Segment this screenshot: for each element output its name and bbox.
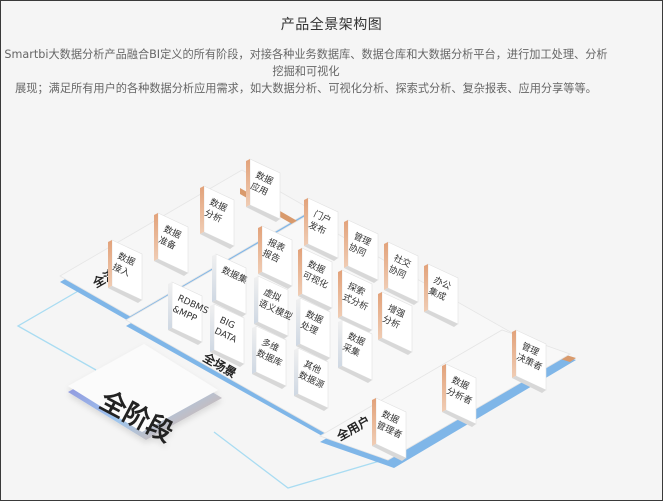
card-edge bbox=[210, 304, 214, 352]
card-edge bbox=[294, 348, 298, 396]
card-edge bbox=[254, 276, 258, 324]
card-base bbox=[384, 288, 418, 305]
card-edge bbox=[378, 292, 382, 340]
analysis-card: 报表报告 bbox=[258, 225, 293, 289]
card-edge bbox=[372, 398, 376, 446]
card-base bbox=[200, 232, 234, 249]
card-base bbox=[512, 376, 546, 393]
description-line: 展现；满足所有用户的各种数据分析应用需求，如大数据分析、可视化分析、探索式分析、… bbox=[15, 82, 597, 95]
user-card: 数据分析者 bbox=[442, 363, 477, 427]
connector-line bbox=[16, 282, 97, 371]
card-edge bbox=[298, 248, 302, 296]
source-card: RDBMS&MPP bbox=[168, 281, 210, 345]
card-base bbox=[298, 294, 332, 311]
connector-line bbox=[213, 431, 411, 489]
card-base bbox=[294, 394, 328, 411]
app-card: 管理协同 bbox=[344, 219, 379, 283]
analysis-card: 增强分析 bbox=[378, 291, 413, 355]
app-card: 办公集成 bbox=[424, 263, 459, 327]
card-edge bbox=[168, 282, 172, 330]
card-edge bbox=[246, 159, 250, 207]
analysis-card: 数据可视化 bbox=[298, 247, 333, 311]
card-edge bbox=[154, 213, 158, 261]
card-edge bbox=[304, 198, 308, 246]
prep-card: 数据采集 bbox=[338, 319, 373, 383]
prep-card: 虚拟语义模型 bbox=[254, 275, 294, 339]
page-description: Smartbi大数据分析产品融合BI定义的所有阶段，对接各种业务数据库、数据仓库… bbox=[4, 46, 608, 97]
prep-card: 数据处理 bbox=[296, 297, 331, 361]
card-base bbox=[168, 328, 202, 345]
process-card: 数据接入 bbox=[108, 239, 143, 303]
page-title: 产品全景架构图 bbox=[280, 17, 383, 33]
card-base bbox=[424, 310, 458, 327]
card-edge bbox=[252, 326, 256, 374]
card-base bbox=[338, 366, 372, 383]
card-base bbox=[254, 322, 288, 339]
card-base bbox=[212, 300, 246, 317]
card-edge bbox=[296, 298, 300, 346]
card-base bbox=[344, 266, 378, 283]
card-base bbox=[296, 344, 330, 361]
app-card: 门户发布 bbox=[304, 197, 339, 261]
card-base bbox=[210, 350, 244, 367]
card-edge bbox=[344, 220, 348, 268]
process-card: 数据分析 bbox=[200, 185, 235, 249]
source-card: 其他数据源 bbox=[294, 347, 329, 411]
card-base bbox=[442, 410, 476, 427]
process-card: 数据准备 bbox=[154, 212, 189, 276]
card-edge bbox=[338, 320, 342, 368]
user-card: 数据管理者 bbox=[372, 397, 407, 461]
card-edge bbox=[442, 364, 446, 412]
card-base bbox=[108, 286, 142, 303]
card-base bbox=[246, 205, 280, 222]
card-edge bbox=[424, 264, 428, 312]
card-base bbox=[258, 272, 292, 289]
description-line: Smartbi大数据分析产品融合BI定义的所有阶段，对接各种业务数据库、数据仓库… bbox=[4, 48, 608, 78]
card-edge bbox=[108, 240, 112, 288]
card-edge bbox=[384, 242, 388, 290]
analysis-card: 探索式分析 bbox=[338, 269, 373, 333]
prep-card: 数据集 bbox=[212, 253, 249, 317]
card-base bbox=[154, 259, 188, 276]
card-base bbox=[378, 338, 412, 355]
card-base bbox=[304, 244, 338, 261]
card-edge bbox=[338, 270, 342, 318]
card-base bbox=[372, 444, 406, 461]
user-card: 管理决策者 bbox=[512, 329, 547, 393]
source-card: 多维数据库 bbox=[252, 325, 287, 389]
source-card: BIGDATA bbox=[210, 303, 245, 367]
card-edge bbox=[258, 226, 262, 274]
process-card: 数据应用 bbox=[246, 158, 281, 222]
app-card: 社交协同 bbox=[384, 241, 419, 305]
card-edge bbox=[200, 186, 204, 234]
card-base bbox=[338, 316, 372, 333]
card-edge bbox=[512, 330, 516, 378]
card-edge bbox=[212, 254, 216, 302]
card-base bbox=[252, 372, 286, 389]
